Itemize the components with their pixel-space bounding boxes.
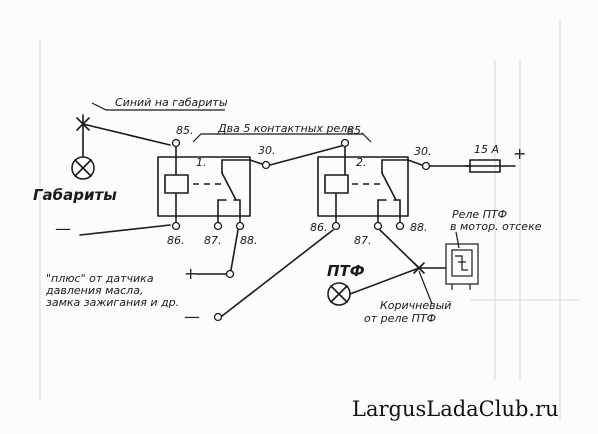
- r1-87-terminal: [213, 221, 223, 231]
- r2-86-label: 86.: [310, 221, 328, 234]
- relay-1-number: 1.: [196, 156, 207, 169]
- ptf-relay: [445, 243, 479, 290]
- gabarity-lamp: [71, 114, 95, 180]
- r2-30-label: 30.: [414, 145, 432, 158]
- wire-r1-88-down: [230, 229, 239, 271]
- ptf-relay-leader: [455, 231, 460, 249]
- ground-minus-left: —: [55, 219, 71, 238]
- relay-title: Два 5 контактных реле: [217, 122, 354, 135]
- relay-2-contact: [381, 172, 397, 201]
- plus-battery: +: [513, 144, 526, 163]
- ptf-lamp: [327, 282, 351, 306]
- wire-ground-to-r1-86: [79, 224, 171, 236]
- plus-sensor-terminal: [225, 269, 235, 279]
- ground-terminal-bottom: [213, 312, 223, 322]
- plus-sensor-line2: давления масла,: [45, 284, 143, 297]
- blue-wire-leader: [91, 102, 225, 111]
- r2-87-label: 87.: [354, 234, 372, 247]
- relay-2-number: 2.: [356, 156, 367, 169]
- relay-2-coil: [324, 174, 349, 194]
- r1-88-terminal: [235, 221, 245, 231]
- ptf-relay-line2: в мотор. отсеке: [450, 220, 542, 233]
- brown-wire-leader: [418, 270, 433, 305]
- relay-2: [317, 146, 423, 223]
- r2-85-label: 85.: [347, 124, 365, 137]
- fuse-label: 15 А: [474, 143, 499, 156]
- r2-88-terminal: [395, 221, 405, 231]
- r2-85-terminal: [340, 138, 350, 148]
- relay-1-contact: [221, 172, 237, 201]
- wire-r1-30-to-r2-85: [269, 144, 346, 166]
- wire-r2-86-to-ground: [221, 229, 334, 317]
- wire-ptf-lamp-to-junction: [349, 267, 420, 295]
- relay-title-bracket: [192, 133, 372, 143]
- site-watermark: LargusLadaClub.ru: [352, 397, 559, 421]
- r2-30-terminal: [421, 161, 431, 171]
- gabarity-label: Габариты: [33, 186, 117, 204]
- relay-1: [157, 146, 263, 223]
- r1-87-label: 87.: [204, 234, 222, 247]
- plus-sensor-line3: замка зажигания и др.: [46, 296, 179, 309]
- r1-30-terminal: [261, 160, 271, 170]
- r1-86-terminal: [171, 221, 181, 231]
- plus-sensor: +: [184, 264, 197, 283]
- paper-show-through: [39, 20, 580, 420]
- ground-minus-bottom: —: [184, 307, 200, 326]
- relay-1-coil: [164, 174, 189, 194]
- r1-30-label: 30.: [258, 144, 276, 157]
- plus-sensor-line1: "плюс" от датчика: [46, 272, 154, 285]
- wire-gabarity-to-r1-85: [82, 123, 171, 146]
- brown-wire-line2: от реле ПТФ: [364, 312, 436, 325]
- wire-r2-87-to-junction: [379, 229, 420, 269]
- r1-85-label: 85.: [176, 124, 194, 137]
- r2-86-terminal: [331, 221, 341, 231]
- r1-88-label: 88.: [240, 234, 258, 247]
- r1-86-label: 86.: [167, 234, 185, 247]
- fuse-15a: [464, 159, 506, 173]
- r2-88-label: 88.: [410, 221, 428, 234]
- r1-85-terminal: [171, 138, 181, 148]
- ptf-relay-line1: Реле ПТФ: [452, 208, 507, 221]
- r2-87-terminal: [373, 221, 383, 231]
- blue-wire-label: Синий на габариты: [115, 96, 228, 109]
- brown-wire-line1: Коричневый: [380, 299, 451, 312]
- ptf-label: ПТФ: [327, 262, 365, 280]
